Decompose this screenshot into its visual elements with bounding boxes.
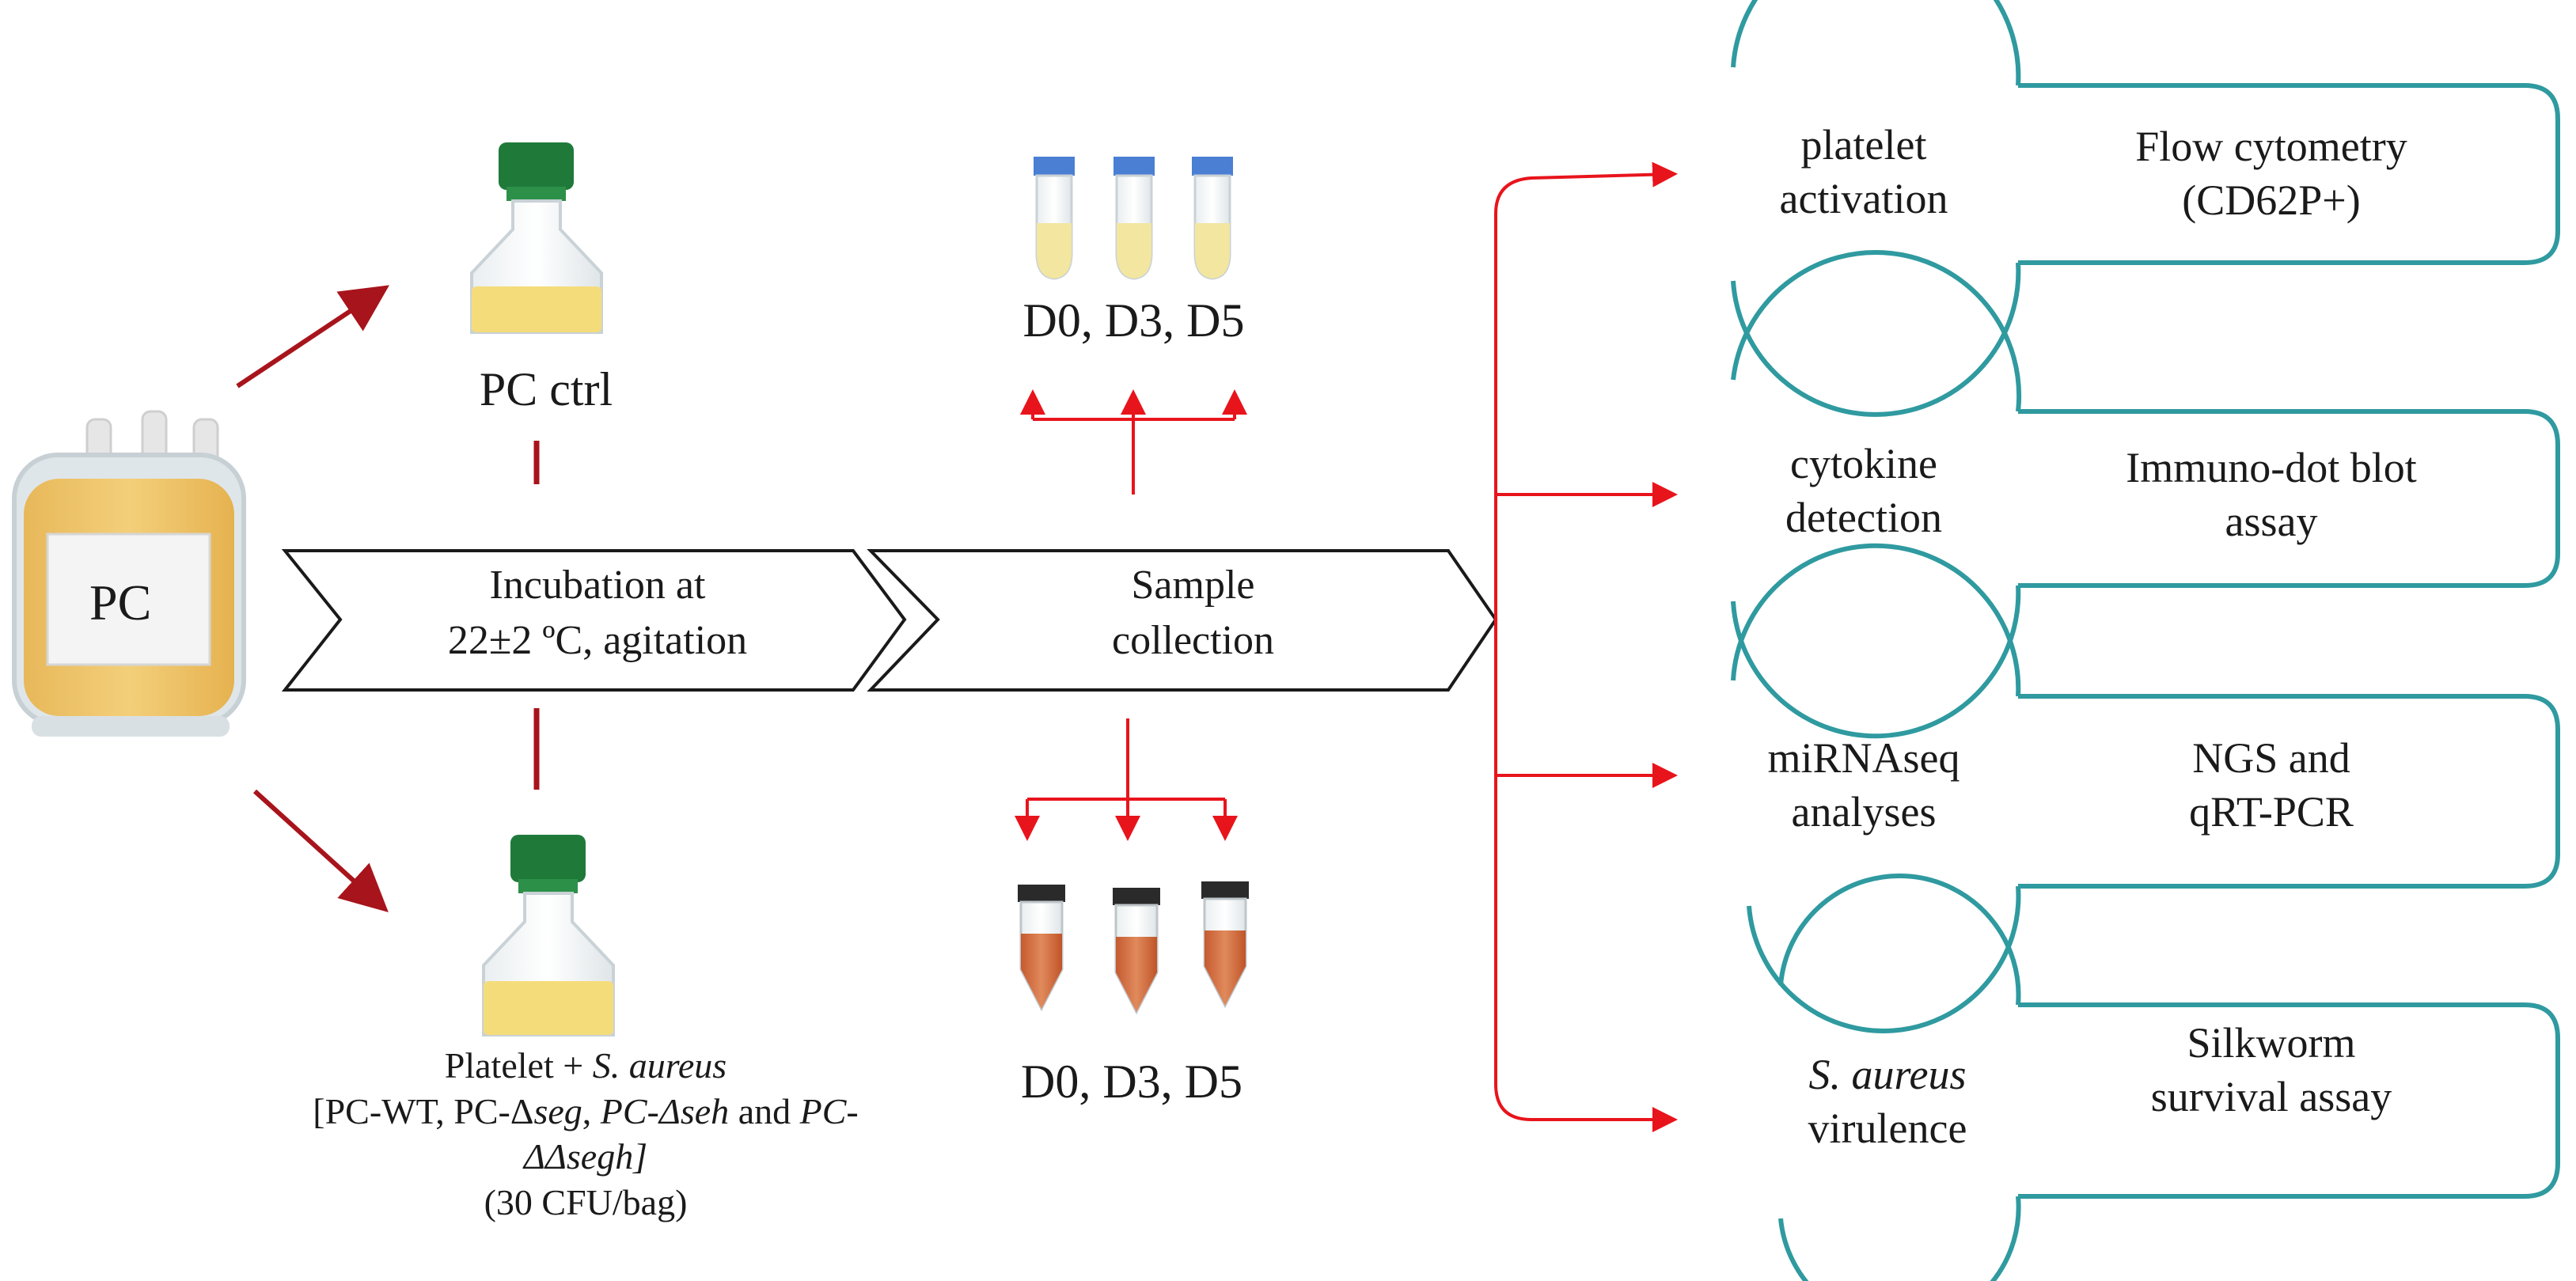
step-sample-chevron (867, 549, 1498, 692)
caption-strain-a: [PC-WT, PC-Δ (313, 1090, 534, 1131)
analysis-1-method-line2: (CD62P+) (2182, 176, 2361, 224)
arrows-to-bottom-tubes (1015, 718, 1238, 841)
analysis-panel-2 (1731, 249, 2560, 739)
caption-species-text: S. aureus (592, 1045, 727, 1086)
analysis-2-method: Immuno-dot blot assay (2018, 442, 2525, 548)
analysis-1-topic-line2: activation (1779, 174, 1948, 222)
caption-strain-c: , (582, 1090, 601, 1131)
flask-infected-line2: [PC-WT, PC-Δseg, PC-Δseh and PC-ΔΔsegh] (301, 1089, 871, 1180)
tubes-bottom-label: D0, D3, D5 (1021, 1055, 1242, 1108)
caption-strain-f: PC-ΔΔsegh] (523, 1090, 859, 1177)
step-incubation-line2: 22±2 ºC, agitation (447, 618, 748, 664)
platelet-bag-icon (12, 410, 246, 737)
flask-infected-icon (482, 835, 615, 1037)
tubes-top-label: D0, D3, D5 (1022, 294, 1245, 347)
step-sample-line1: Sample (1131, 563, 1255, 608)
analysis-4-method: Silkworm survival assay (2018, 1017, 2525, 1124)
caption-strain-d: PC-Δseh (600, 1090, 730, 1131)
analysis-4-method-line2: survival assay (2150, 1072, 2392, 1120)
flask-infected-line3: (30 CFU/bag) (484, 1181, 688, 1222)
analysis-4-method-line1: Silkworm (2187, 1019, 2356, 1067)
flask-infected-line1: Platelet + S. aureus (301, 1043, 871, 1089)
caption-strain-b: seg (533, 1090, 582, 1131)
arrow-to-ctrl (236, 285, 389, 388)
analysis-2-method-line1: Immuno-dot blot (2126, 444, 2417, 491)
analysis-4-topic-line2: virulence (1808, 1104, 1967, 1152)
flask-ctrl-icon (470, 142, 603, 334)
analysis-2-topic-line2: detection (1785, 493, 1942, 541)
analysis-panel-1 (1731, 0, 2560, 417)
analysis-panel-4 (1778, 874, 2560, 1281)
flask-infected-caption: Platelet + S. aureus [PC-WT, PC-Δseg, PC… (301, 1043, 871, 1225)
flask-ctrl-label: PC ctrl (479, 363, 613, 415)
analysis-3-method-line1: NGS and (2192, 734, 2350, 782)
bag-label: PC (89, 574, 152, 631)
step-sample-line2: collection (1111, 618, 1275, 664)
analysis-3-topic: miRNAseq analyses (1709, 732, 2018, 839)
analysis-3-method-line2: qRT-PCR (2189, 787, 2354, 836)
caption-strain-e: and (729, 1090, 800, 1131)
bracket-to-analyses (1493, 161, 1678, 1132)
analysis-1-topic: platelet activation (1709, 119, 2018, 226)
step-incubation-line1: Incubation at (489, 563, 706, 608)
analysis-2-method-line2: assay (2225, 497, 2318, 545)
caption-platelet-text: Platelet + (444, 1045, 593, 1086)
analysis-4-topic-line1: S. aureus (1808, 1051, 1967, 1098)
analysis-3-method: NGS and qRT-PCR (2018, 732, 2525, 839)
analysis-1-method: Flow cytometry (CD62P+) (2018, 120, 2525, 227)
arrow-to-infected (252, 789, 389, 913)
analysis-3-topic-line2: analyses (1791, 787, 1937, 836)
step-sample-label: Sample collection (938, 558, 1448, 669)
tubes-bottom-icon (1018, 881, 1249, 1015)
analysis-4-topic: S. aureus virulence (1741, 1048, 2034, 1155)
arrows-to-top-tubes (1020, 389, 1247, 495)
analysis-1-method-line1: Flow cytometry (2135, 123, 2407, 170)
analysis-1-topic-line1: platelet (1800, 121, 1927, 169)
analysis-2-topic: cytokine detection (1709, 438, 2018, 544)
tubes-top-icon (1034, 157, 1233, 280)
step-incubation-label: Incubation at 22±2 ºC, agitation (340, 558, 855, 669)
analysis-2-topic-line1: cytokine (1790, 440, 1937, 487)
analysis-3-topic-line1: miRNAseq (1767, 734, 1960, 782)
step-incubation-chevron (281, 549, 907, 692)
